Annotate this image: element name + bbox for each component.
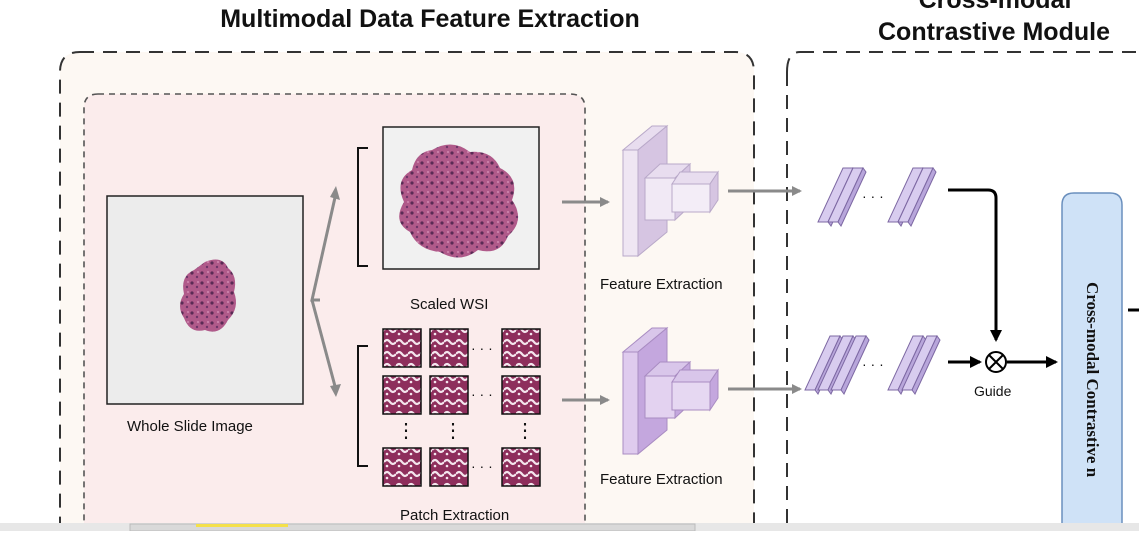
label-patch-extraction: Patch Extraction <box>400 507 510 524</box>
label-cross-modal-contrastive-vertical: Cross-modal Contrastive n <box>1083 282 1102 478</box>
patch-col-dots-1: ⋮ <box>396 420 416 442</box>
label-guide: Guide <box>974 383 1012 399</box>
title-feature-extraction: Multimodal Data Feature Extraction <box>220 5 640 33</box>
patch-grid <box>382 328 541 487</box>
patch-bracket <box>357 345 368 467</box>
patch-col-dots-2: ⋮ <box>443 420 463 442</box>
patch-tile <box>429 375 469 415</box>
whole-slide-tissue <box>180 259 236 332</box>
guide-arrow-down <box>948 188 1002 342</box>
label-feature-extraction-bottom: Feature Extraction <box>600 471 723 488</box>
title-cross-modal-line2: Contrastive Module <box>878 18 1110 46</box>
patch-tile <box>382 328 422 368</box>
embedding-stack-top-icon <box>817 167 937 227</box>
feature-extractor-bottom-icon <box>621 326 719 456</box>
feature-extractor-top-icon <box>621 124 719 258</box>
patch-col-dots-3: ⋮ <box>515 420 535 442</box>
scaled-wsi-tissue <box>399 144 519 258</box>
split-arrow-icon <box>310 192 338 391</box>
embedding-stack-bottom-icon <box>804 335 941 395</box>
patch-tile <box>501 375 541 415</box>
patch-tile <box>382 447 422 487</box>
scaled-wsi-bracket <box>357 147 368 267</box>
patch-row-dots-1: · · · <box>471 340 493 356</box>
patch-tile <box>501 447 541 487</box>
label-whole-slide-image: Whole Slide Image <box>127 418 253 435</box>
title-cross-modal-line1: Cross-modal <box>918 0 1072 14</box>
patch-tile <box>382 375 422 415</box>
embedding-ellipsis-bottom: · · · <box>862 356 884 372</box>
embedding-ellipsis-top: · · · <box>862 188 884 204</box>
patch-tile <box>429 328 469 368</box>
patch-row-dots-2: · · · <box>471 386 493 402</box>
patch-tile <box>429 447 469 487</box>
whole-slide-image <box>106 195 304 405</box>
patch-tile <box>501 328 541 368</box>
cross-modal-panel <box>786 51 1139 531</box>
label-feature-extraction-top: Feature Extraction <box>600 276 723 293</box>
patch-row-dots-3: · · · <box>471 458 493 474</box>
label-scaled-wsi: Scaled WSI <box>410 296 489 313</box>
